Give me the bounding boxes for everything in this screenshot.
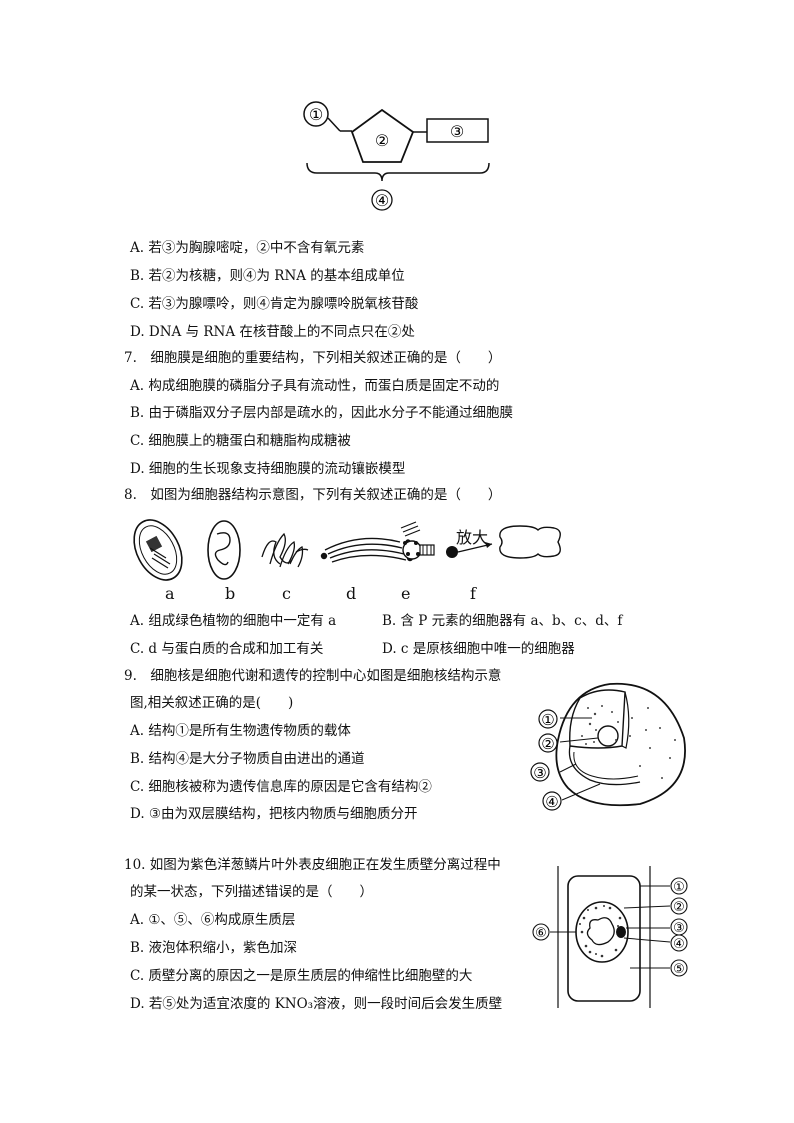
cell-label-6: ⑥ (535, 926, 547, 941)
nucleus-label-2: ② (541, 735, 554, 753)
q7-option-d: D. 细胞的生长现象支持细胞膜的流动镶嵌模型 (130, 461, 406, 477)
nucleus-diagram: ① ② ③ ④ (530, 682, 686, 811)
q7-option-b: B. 由于磷脂双分子层内部是疏水的，因此水分子不能通过细胞膜 (130, 405, 514, 421)
q6-option-a: A. 若③为胸腺嘧啶，②中不含有氧元素 (130, 240, 365, 256)
nucleotide-diagram: ① ② ③ ④ (303, 101, 490, 211)
plasmolysis-diagram: ① ② ③ ④ ⑤ ⑥ (532, 866, 688, 1008)
brace (306, 162, 490, 182)
q7-option-c: C. 细胞膜上的糖蛋白和糖脂构成糖被 (130, 433, 351, 449)
cell-label-1: ① (673, 880, 685, 895)
q8-option-d: D. c 是原核细胞中唯一的细胞器 (382, 641, 575, 657)
sugar-pentagon (350, 108, 415, 163)
phosphate-circle (303, 101, 329, 127)
organelle-label-a: a (165, 584, 175, 603)
zoom-label: 放大 (456, 528, 489, 547)
cell-label-5: ⑤ (673, 962, 685, 977)
organelle-f-ribosome (446, 525, 561, 559)
organelle-c-er (261, 532, 309, 568)
nucleus-label-1: ① (541, 711, 554, 729)
organelle-label-f: f (470, 584, 476, 603)
q10-option-a: A. ①、⑤、⑥构成原生质层 (130, 912, 296, 928)
organelle-a-chloroplast (133, 519, 183, 581)
q8-stem: 8. 如图为细胞器结构示意图，下列有关叙述正确的是（ ） (124, 487, 502, 503)
q8-option-b: B. 含 P 元素的细胞器有 a、b、c、d、f (382, 613, 623, 629)
q7-stem: 7. 细胞膜是细胞的重要结构，下列相关叙述正确的是（ ） (124, 350, 502, 366)
q10-stem-line1: 10. 如图为紫色洋葱鳞片叶外表皮细胞正在发生质壁分离过程中 (124, 857, 501, 873)
q9-option-c: C. 细胞核被称为遗传信息库的原因是它含有结构② (130, 779, 432, 795)
label-4: ④ (375, 191, 389, 210)
label-3: ③ (450, 122, 464, 141)
zoomed-ribosome (499, 525, 561, 559)
organelle-b-mitochondrion (207, 520, 241, 580)
organelle-d-golgi (320, 537, 414, 563)
q8-option-a: A. 组成绿色植物的细胞中一定有 a (130, 613, 337, 629)
vacuole (586, 917, 615, 946)
label-2: ② (375, 131, 389, 150)
cell-label-4: ④ (673, 937, 685, 952)
q10-option-c: C. 质壁分离的原因之一是原生质层的伸缩性比细胞壁的大 (130, 968, 473, 984)
q9-stem-line2: 图,相关叙述正确的是( ) (130, 695, 294, 711)
q9-stem-line1: 9. 细胞核是细胞代谢和遗传的控制中心如图是细胞核结构示意 (124, 668, 502, 684)
q6-option-d: D. DNA 与 RNA 在核苷酸上的不同点只在②处 (130, 324, 415, 340)
organelle-e (400, 521, 435, 560)
nucleus-label-4: ④ (545, 793, 558, 811)
cell-label-3: ③ (673, 921, 685, 936)
base-rectangle (426, 118, 489, 143)
organelle-label-c: c (282, 584, 291, 603)
organelle-label-d: d (346, 584, 357, 603)
q9-option-b: B. 结构④是大分子物质自由进出的通道 (130, 751, 365, 767)
q8-option-c: C. d 与蛋白质的合成和加工有关 (130, 641, 324, 657)
organelle-label-e: e (401, 584, 411, 603)
q9-option-d: D. ③由为双层膜结构，把核内物质与细胞质分开 (130, 806, 418, 822)
nucleus-label-3: ③ (533, 764, 546, 782)
q6-option-c: C. 若③为腺嘌呤，则④肯定为腺嘌呤脱氧核苷酸 (130, 296, 419, 312)
q6-option-b: B. 若②为核糖，则④为 RNA 的基本组成单位 (130, 268, 405, 284)
q9-option-a: A. 结构①是所有生物遗传物质的载体 (130, 723, 351, 739)
q10-option-b: B. 液泡体积缩小，紫色加深 (130, 940, 298, 956)
q10-option-d: D. 若⑤处为适宜浓度的 KNO₃溶液，则一段时间后会发生质壁 (130, 996, 503, 1012)
q7-option-a: A. 构成细胞膜的磷脂分子具有流动性，而蛋白质是固定不动的 (130, 378, 500, 394)
q10-stem-line2: 的某一状态，下列描述错误的是（ ） (130, 884, 373, 900)
organelle-label-b: b (225, 584, 236, 603)
cell-label-2: ② (673, 900, 685, 915)
organelle-diagram (133, 519, 561, 581)
label-1: ① (309, 105, 323, 124)
